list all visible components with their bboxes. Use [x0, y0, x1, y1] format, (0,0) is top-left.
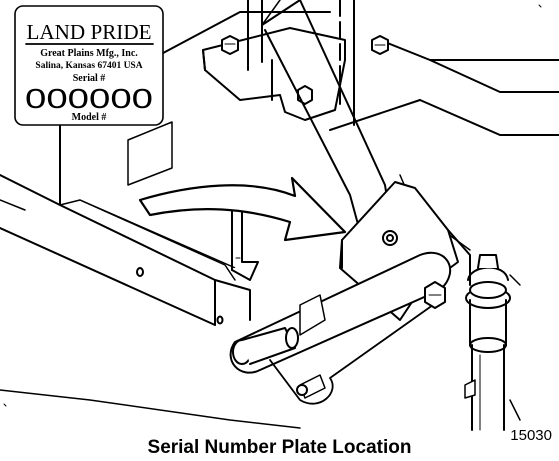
plate-manufacturer: Great Plains Mfg., Inc.: [40, 48, 138, 59]
bolt-icon: [221, 35, 239, 55]
plate-model-label: Model #: [72, 112, 107, 123]
serial-plate: [14, 5, 164, 126]
figure-caption: Serial Number Plate Location: [147, 437, 412, 458]
implement-frame: [0, 11, 559, 429]
panel-cutout: [127, 121, 173, 186]
plate-serial-label: Serial #: [73, 73, 106, 84]
plate-serial-number: 000000: [25, 83, 153, 114]
bolt-icon: [297, 85, 313, 105]
location-arrow-icon: [138, 176, 347, 242]
hitch-pin: [232, 327, 326, 399]
hydraulic-cylinder: [464, 254, 521, 431]
figure-number: 15030: [510, 427, 552, 444]
pin-link: [229, 251, 452, 405]
plate-brand: LAND PRIDE: [27, 20, 152, 44]
bolt-icon: [371, 35, 389, 55]
bolt-icon: [424, 281, 446, 309]
plate-address: Salina, Kansas 67401 USA: [35, 61, 142, 71]
